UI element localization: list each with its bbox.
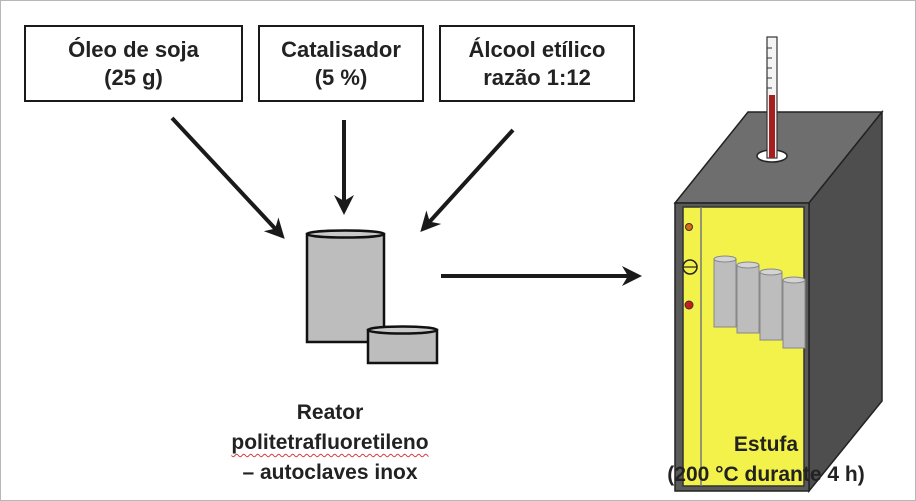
autoclave-vessel [759, 271, 783, 341]
catalyst-label: Catalisador [281, 36, 401, 62]
reactor-tall-vessel [305, 232, 386, 344]
oven-caption-conditions: (200 °C durante 4 h) [667, 463, 865, 486]
arrow-soy-oil-to-reactor [170, 116, 285, 239]
input-box-ethanol: Álcool etílico razão 1:12 [439, 25, 635, 102]
reactor-caption-line2: – autoclaves inox [242, 461, 418, 484]
autoclave-vessel-cap [759, 268, 783, 276]
thermometer-liquid [769, 95, 775, 158]
input-box-soy-oil: Óleo de soja (25 g) [24, 25, 243, 102]
reactor-caption: Reator politetrafluoretileno – autoclave… [150, 398, 510, 488]
arrow-ethanol-to-reactor [420, 128, 515, 232]
autoclave-vessel-cap [782, 276, 806, 284]
autoclave-vessel-cap [736, 261, 760, 269]
ethanol-ratio: razão 1:12 [483, 64, 591, 90]
autoclave-vessel [782, 279, 806, 349]
soy-oil-label: Óleo de soja [68, 36, 199, 62]
oven [673, 36, 884, 494]
reactor-caption-prefix: Reator [296, 401, 364, 424]
autoclave-vessel-cap [713, 255, 737, 263]
soy-oil-amount: (25 g) [104, 64, 163, 90]
reactor-short-vessel-rim [366, 325, 439, 335]
input-box-catalyst: Catalisador (5 %) [258, 25, 424, 102]
oven-indicator-light-red [684, 300, 694, 310]
reactor-tall-vessel-rim [305, 229, 386, 239]
reactor-short-vessel [366, 328, 439, 365]
oven-caption-title: Estufa [733, 433, 799, 456]
oven-autoclaves [713, 255, 806, 349]
autoclave-vessel [736, 264, 760, 334]
catalyst-amount: (5 %) [314, 64, 368, 90]
oven-indicator-light-orange [685, 223, 693, 231]
ethanol-label: Álcool etílico [468, 36, 606, 62]
reactor-vessels [305, 229, 439, 365]
oven-caption: Estufa (200 °C durante 4 h) [628, 430, 904, 490]
autoclave-vessel [713, 258, 737, 328]
reactor-caption-material: politetrafluoretileno [231, 431, 429, 454]
